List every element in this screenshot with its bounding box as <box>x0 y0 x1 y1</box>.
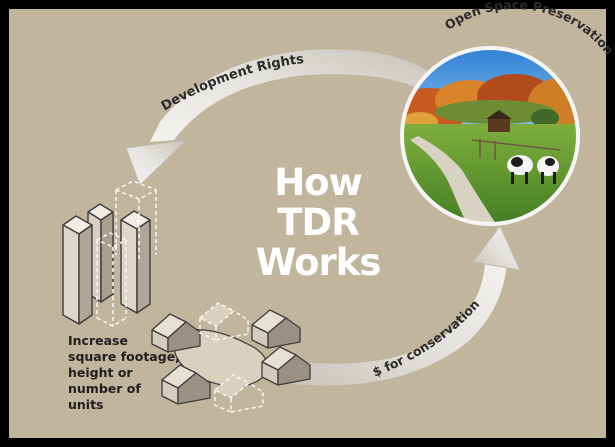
development-rights-arrow <box>125 49 440 186</box>
title-line-3: Works <box>255 241 382 284</box>
cow-right <box>537 156 559 184</box>
house-outline-6 <box>214 374 264 413</box>
increase-caption: Increase square footage, height or numbe… <box>68 333 180 413</box>
house-cluster-icon <box>151 302 311 413</box>
house-3 <box>251 309 301 349</box>
conservation-arrow <box>275 225 521 386</box>
caption-line-4: number of <box>68 381 141 396</box>
caption-line-2: square footage, <box>68 349 180 364</box>
house-1 <box>151 313 201 353</box>
caption-line-5: units <box>68 397 104 412</box>
house-5 <box>161 364 211 405</box>
diagram-title: How TDR Works <box>238 163 398 283</box>
tall-buildings-icon <box>62 180 157 327</box>
caption-line-3: height or <box>68 365 133 380</box>
title-line-1: How <box>274 161 363 204</box>
caption-line-1: Increase <box>68 333 128 348</box>
house-outline-2 <box>199 302 249 341</box>
title-line-2: TDR <box>277 201 359 244</box>
pasture-cows-photo <box>400 46 580 226</box>
cow-left <box>507 155 533 184</box>
house-4 <box>261 346 311 386</box>
